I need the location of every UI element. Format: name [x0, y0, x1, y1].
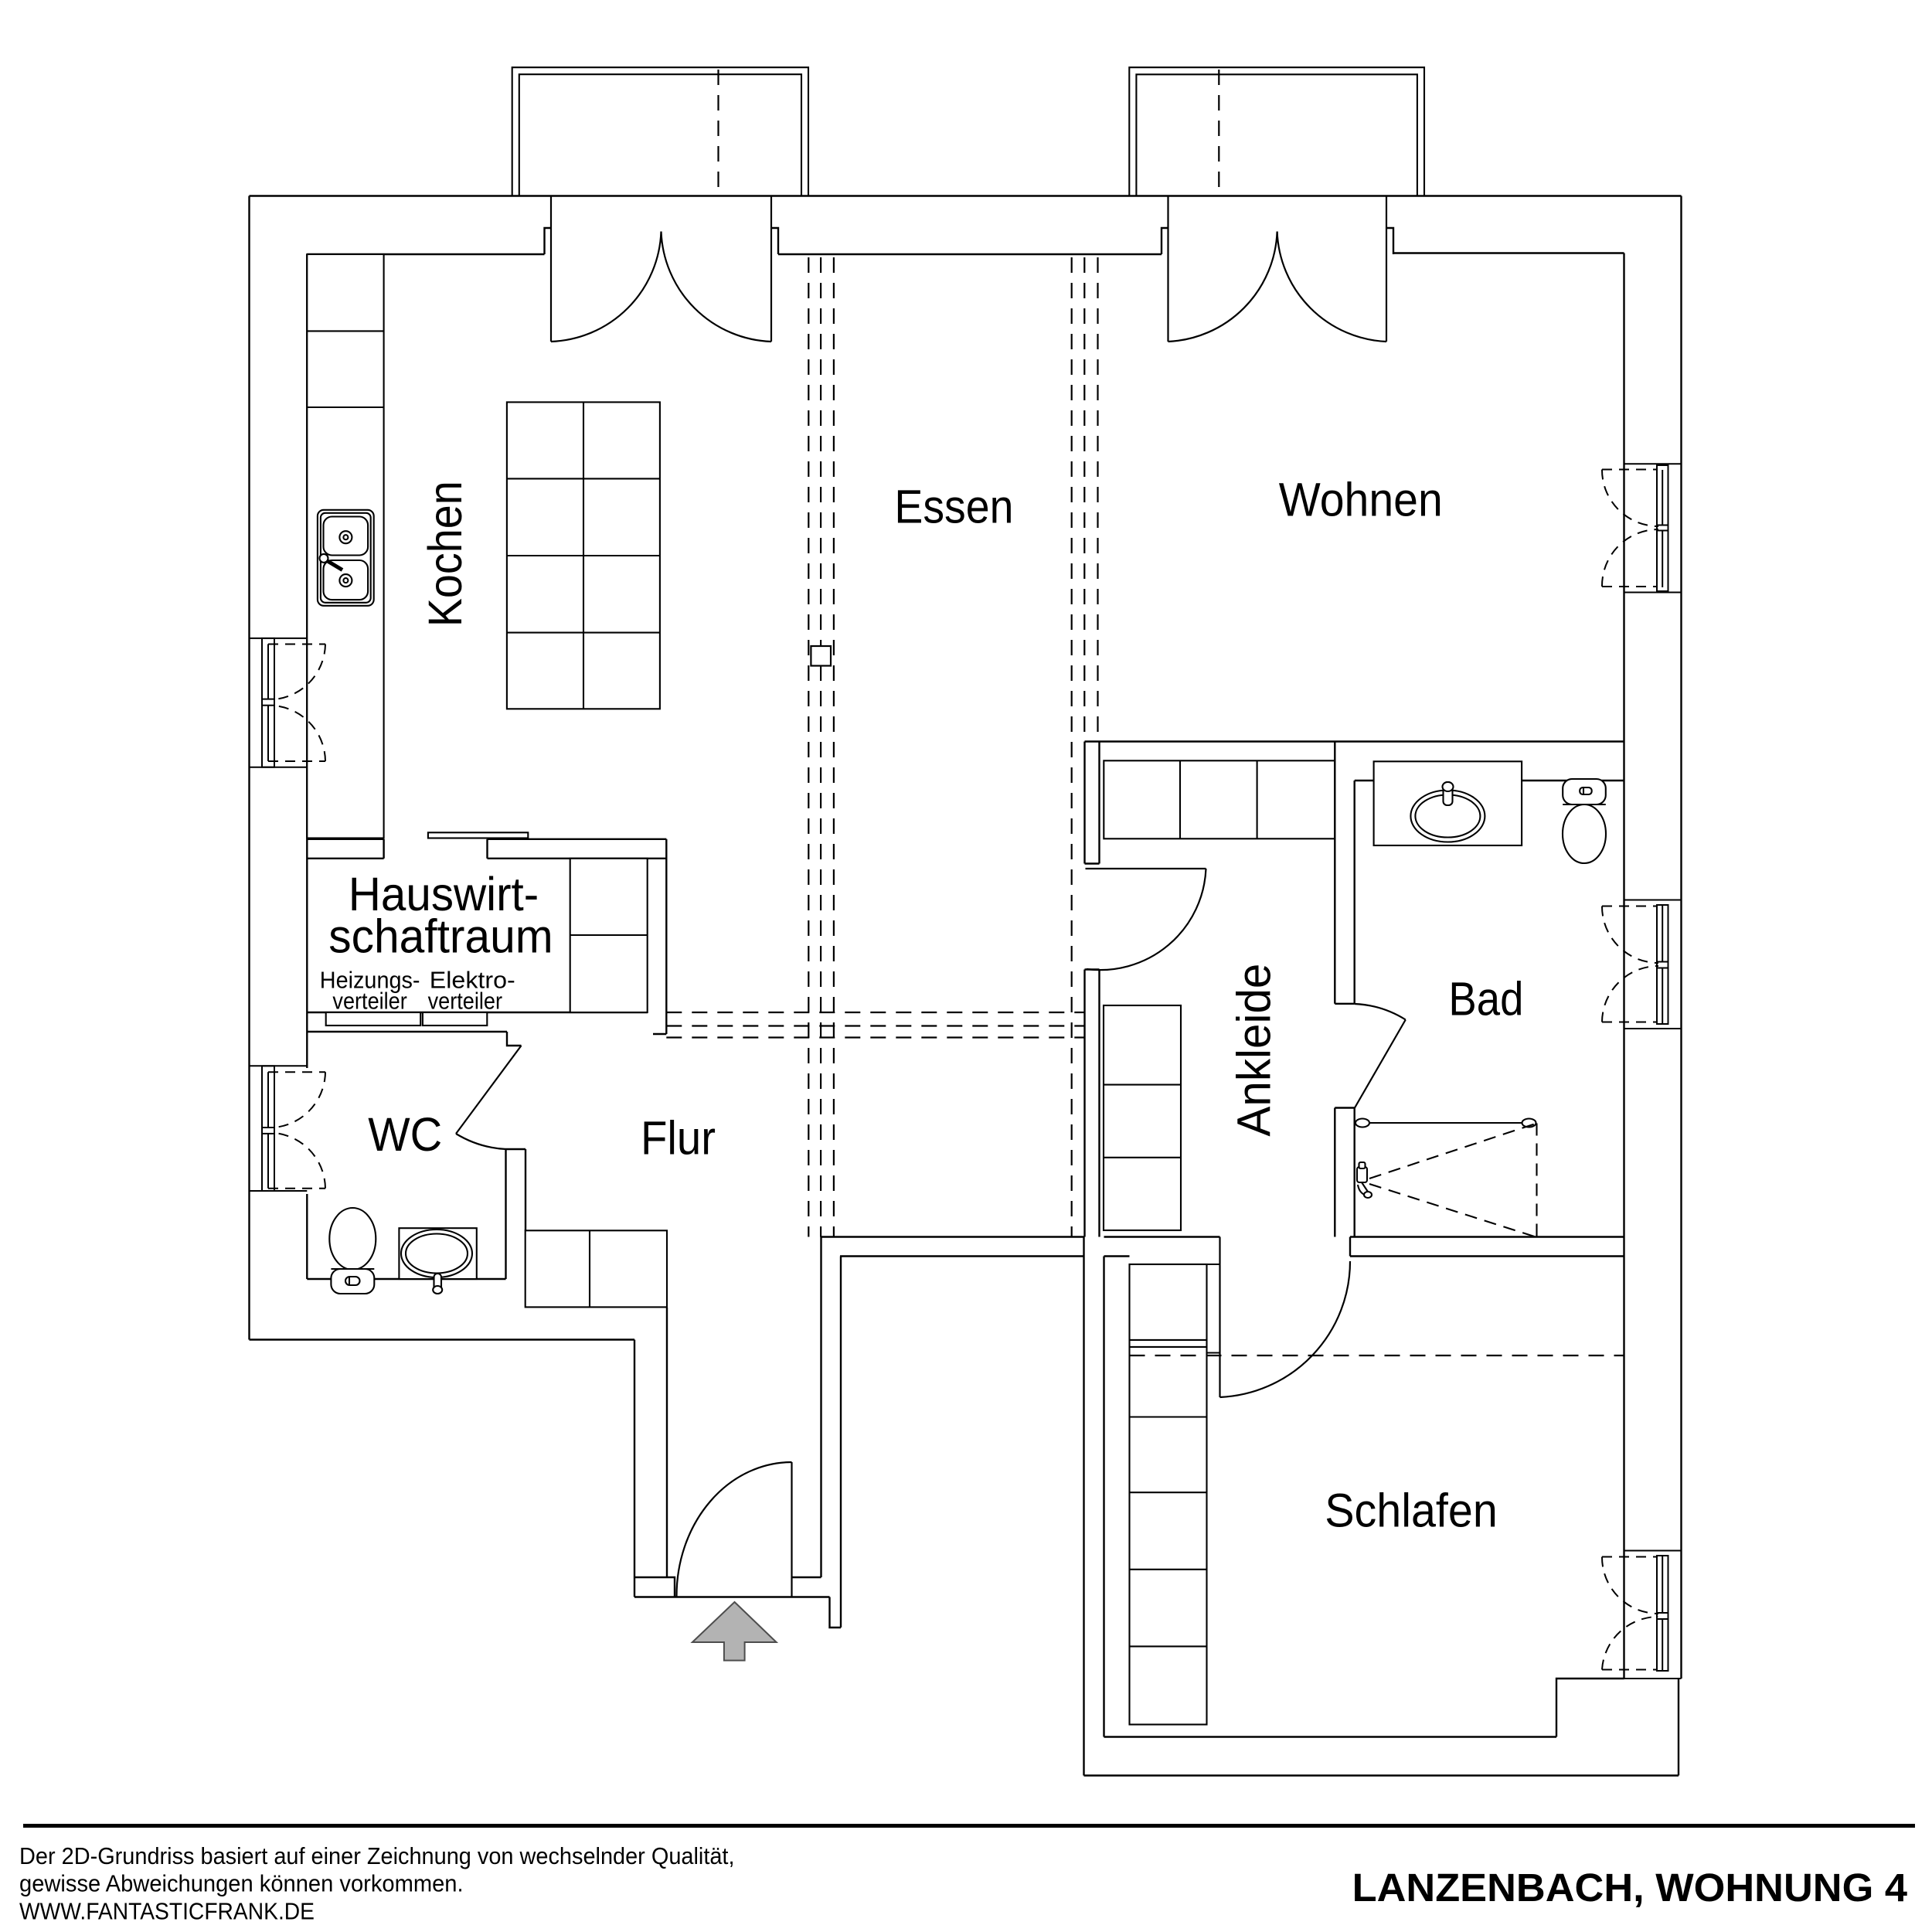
svg-text:verteiler: verteiler — [428, 988, 502, 1015]
svg-text:Flur: Flur — [641, 1111, 716, 1164]
svg-text:WWW.FANTASTICFRANK.DE: WWW.FANTASTICFRANK.DE — [19, 1898, 315, 1925]
svg-text:Kochen: Kochen — [419, 481, 471, 627]
svg-text:Schlafen: Schlafen — [1325, 1485, 1498, 1537]
svg-text:LANZENBACH, WOHNUNG 4: LANZENBACH, WOHNUNG 4 — [1352, 1866, 1908, 1910]
svg-text:verteiler: verteiler — [332, 988, 406, 1015]
svg-text:gewisse Abweichungen können vo: gewisse Abweichungen können vorkommen. — [19, 1870, 464, 1897]
svg-text:Essen: Essen — [894, 480, 1013, 532]
svg-text:Der 2D-Grundriss basiert auf e: Der 2D-Grundriss basiert auf einer Zeich… — [19, 1842, 735, 1869]
svg-text:schaftraum: schaftraum — [328, 910, 553, 963]
svg-text:Bad: Bad — [1448, 973, 1523, 1026]
svg-text:Hauswirt-: Hauswirt- — [349, 868, 539, 920]
svg-text:Elektro-: Elektro- — [430, 966, 515, 993]
svg-text:WC: WC — [368, 1108, 442, 1161]
svg-text:Wohnen: Wohnen — [1279, 473, 1443, 526]
svg-text:Heizungs-: Heizungs- — [320, 966, 420, 993]
svg-text:Ankleide: Ankleide — [1228, 964, 1281, 1137]
